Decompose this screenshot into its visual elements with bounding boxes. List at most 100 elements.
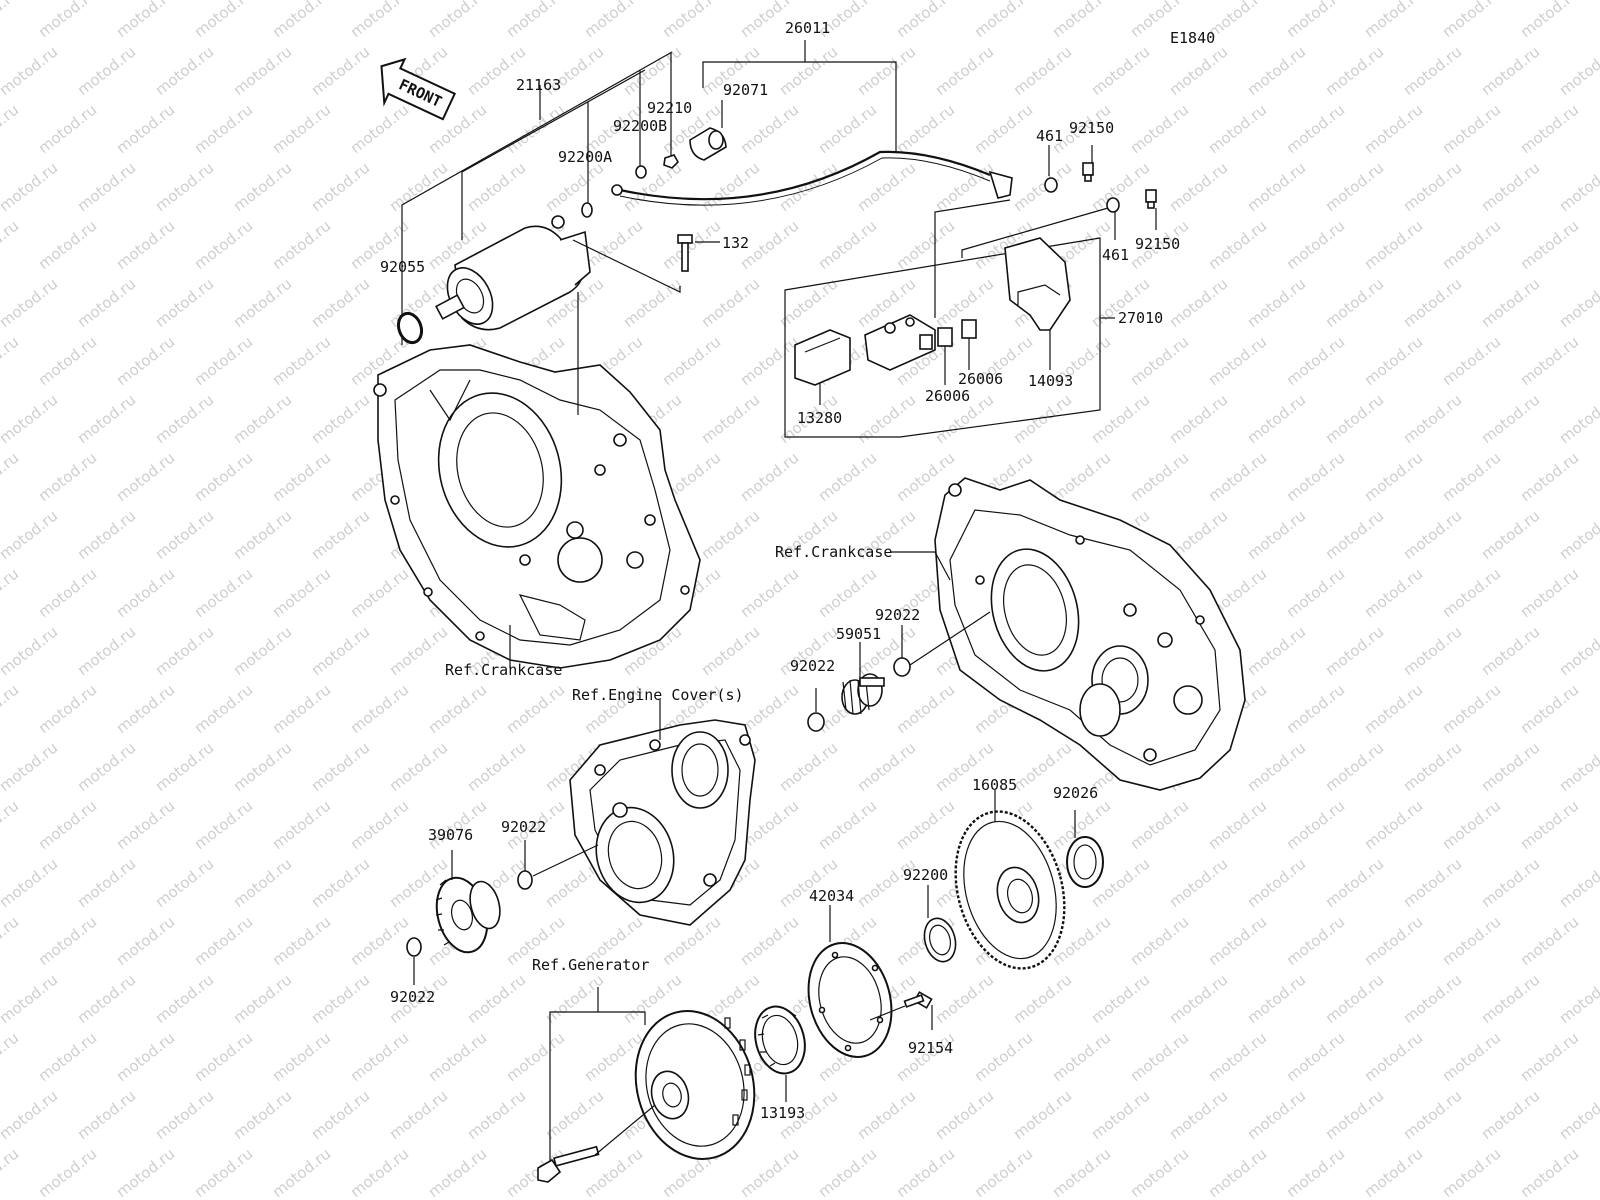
- watermark-text: motod.ru: [932, 1087, 997, 1144]
- label-92071: 92071: [723, 81, 768, 99]
- watermark-text: motod.ru: [347, 565, 412, 622]
- label-92154: 92154: [908, 1039, 953, 1057]
- watermark-text: motod.ru: [308, 739, 373, 796]
- watermark-text: motod.ru: [347, 0, 412, 41]
- watermark-text: motod.ru: [230, 1087, 295, 1144]
- watermark-text: motod.ru: [1439, 101, 1504, 158]
- watermark-text: motod.ru: [854, 739, 919, 796]
- label-42034: 42034: [809, 887, 854, 905]
- washer-461-a: [1044, 177, 1058, 193]
- watermark-text: motod.ru: [1244, 507, 1309, 564]
- watermark-text: motod.ru: [1049, 449, 1114, 506]
- watermark-text: motod.ru: [1361, 913, 1426, 970]
- watermark-text: motod.ru: [1127, 1145, 1192, 1200]
- watermark-text: motod.ru: [542, 1087, 607, 1144]
- watermark-text: motod.ru: [1088, 1087, 1153, 1144]
- watermark-text: motod.ru: [0, 971, 61, 1028]
- ref-crankcase-left: Ref.Crankcase: [445, 661, 562, 679]
- clutch-13193: [754, 1005, 806, 1075]
- watermark-text: motod.ru: [1244, 855, 1309, 912]
- watermark-text: motod.ru: [386, 739, 451, 796]
- washer-92200A: [581, 202, 593, 218]
- watermark-text: motod.ru: [113, 1145, 178, 1200]
- ref-engine-cover: Ref.Engine Cover(s): [572, 686, 744, 704]
- o-ring-92055: [396, 311, 424, 345]
- watermark-text: motod.ru: [1205, 1145, 1270, 1200]
- watermark-text: motod.ru: [893, 217, 958, 274]
- watermark-text: motod.ru: [1322, 391, 1387, 448]
- watermark-text: motod.ru: [0, 507, 61, 564]
- watermark-text: motod.ru: [854, 391, 919, 448]
- label-92022-d: 92022: [390, 988, 435, 1006]
- watermark-text: motod.ru: [1361, 1029, 1426, 1086]
- watermark-text: motod.ru: [1439, 1029, 1504, 1086]
- ref-generator: Ref.Generator: [532, 956, 649, 974]
- watermark-text: motod.ru: [620, 43, 685, 100]
- watermark-text: motod.ru: [1400, 971, 1465, 1028]
- watermark-text: motod.ru: [1517, 1029, 1582, 1086]
- holder-42034: [807, 942, 893, 1058]
- label-92200A: 92200A: [558, 148, 612, 166]
- watermark-text: motod.ru: [1556, 275, 1600, 332]
- watermark-text: motod.ru: [230, 159, 295, 216]
- watermark-text: motod.ru: [230, 739, 295, 796]
- watermark-text: motod.ru: [971, 1029, 1036, 1086]
- watermark-text: motod.ru: [113, 217, 178, 274]
- watermark-text: motod.ru: [347, 913, 412, 970]
- watermark-text: motod.ru: [74, 855, 139, 912]
- watermark-text: motod.ru: [971, 1145, 1036, 1200]
- watermark-text: motod.ru: [932, 43, 997, 100]
- watermark-text: motod.ru: [1166, 43, 1231, 100]
- label-461-a: 461: [1036, 127, 1063, 145]
- watermark-text: motod.ru: [1400, 739, 1465, 796]
- label-92022-b: 92022: [790, 657, 835, 675]
- watermark-text: motod.ru: [425, 681, 490, 738]
- watermark-text: motod.ru: [698, 159, 763, 216]
- bolt-92154: [903, 991, 933, 1009]
- watermark-text: motod.ru: [1205, 449, 1270, 506]
- watermark-text: motod.ru: [581, 0, 646, 41]
- watermark-text: motod.ru: [0, 43, 61, 100]
- watermark-text: motod.ru: [659, 0, 724, 41]
- label-13193: 13193: [760, 1104, 805, 1122]
- watermark-text: motod.ru: [152, 855, 217, 912]
- watermark-text: motod.ru: [1478, 1087, 1543, 1144]
- watermark-text: motod.ru: [1400, 159, 1465, 216]
- watermark-text: motod.ru: [191, 1029, 256, 1086]
- watermark-text: motod.ru: [464, 1087, 529, 1144]
- watermark-text: motod.ru: [1556, 855, 1600, 912]
- watermark-text: motod.ru: [191, 681, 256, 738]
- watermark-text: motod.ru: [1478, 43, 1543, 100]
- watermark-text: motod.ru: [1322, 855, 1387, 912]
- watermark-text: motod.ru: [1244, 971, 1309, 1028]
- watermark-text: motod.ru: [308, 275, 373, 332]
- watermark-text: motod.ru: [1283, 913, 1348, 970]
- watermark-text: motod.ru: [269, 101, 334, 158]
- watermark-text: motod.ru: [1127, 449, 1192, 506]
- bolt-92150-b: [1145, 189, 1157, 209]
- watermark-text: motod.ru: [815, 1145, 880, 1200]
- label-26006-a: 26006: [958, 370, 1003, 388]
- watermark-text: motod.ru: [0, 391, 61, 448]
- watermark-text: motod.ru: [893, 1145, 958, 1200]
- watermark-text: motod.ru: [1517, 565, 1582, 622]
- watermark-text: motod.ru: [0, 855, 61, 912]
- label-39076: 39076: [428, 826, 473, 844]
- watermark-text: motod.ru: [113, 565, 178, 622]
- watermark-text: motod.ru: [1478, 739, 1543, 796]
- watermark-text: motod.ru: [1322, 623, 1387, 680]
- washer-461-b: [1106, 197, 1120, 213]
- watermark-text: motod.ru: [230, 43, 295, 100]
- watermark-text: motod.ru: [0, 681, 22, 738]
- watermark-text: motod.ru: [815, 565, 880, 622]
- watermark-text: motod.ru: [1166, 159, 1231, 216]
- washer-92022-a: [893, 657, 911, 677]
- watermark-text: motod.ru: [1127, 333, 1192, 390]
- watermark-text: motod.ru: [0, 0, 22, 41]
- watermark-text: motod.ru: [113, 797, 178, 854]
- watermark-text: motod.ru: [1322, 739, 1387, 796]
- watermark-text: motod.ru: [35, 449, 100, 506]
- watermark-text: motod.ru: [776, 43, 841, 100]
- watermark-text: motod.ru: [386, 623, 451, 680]
